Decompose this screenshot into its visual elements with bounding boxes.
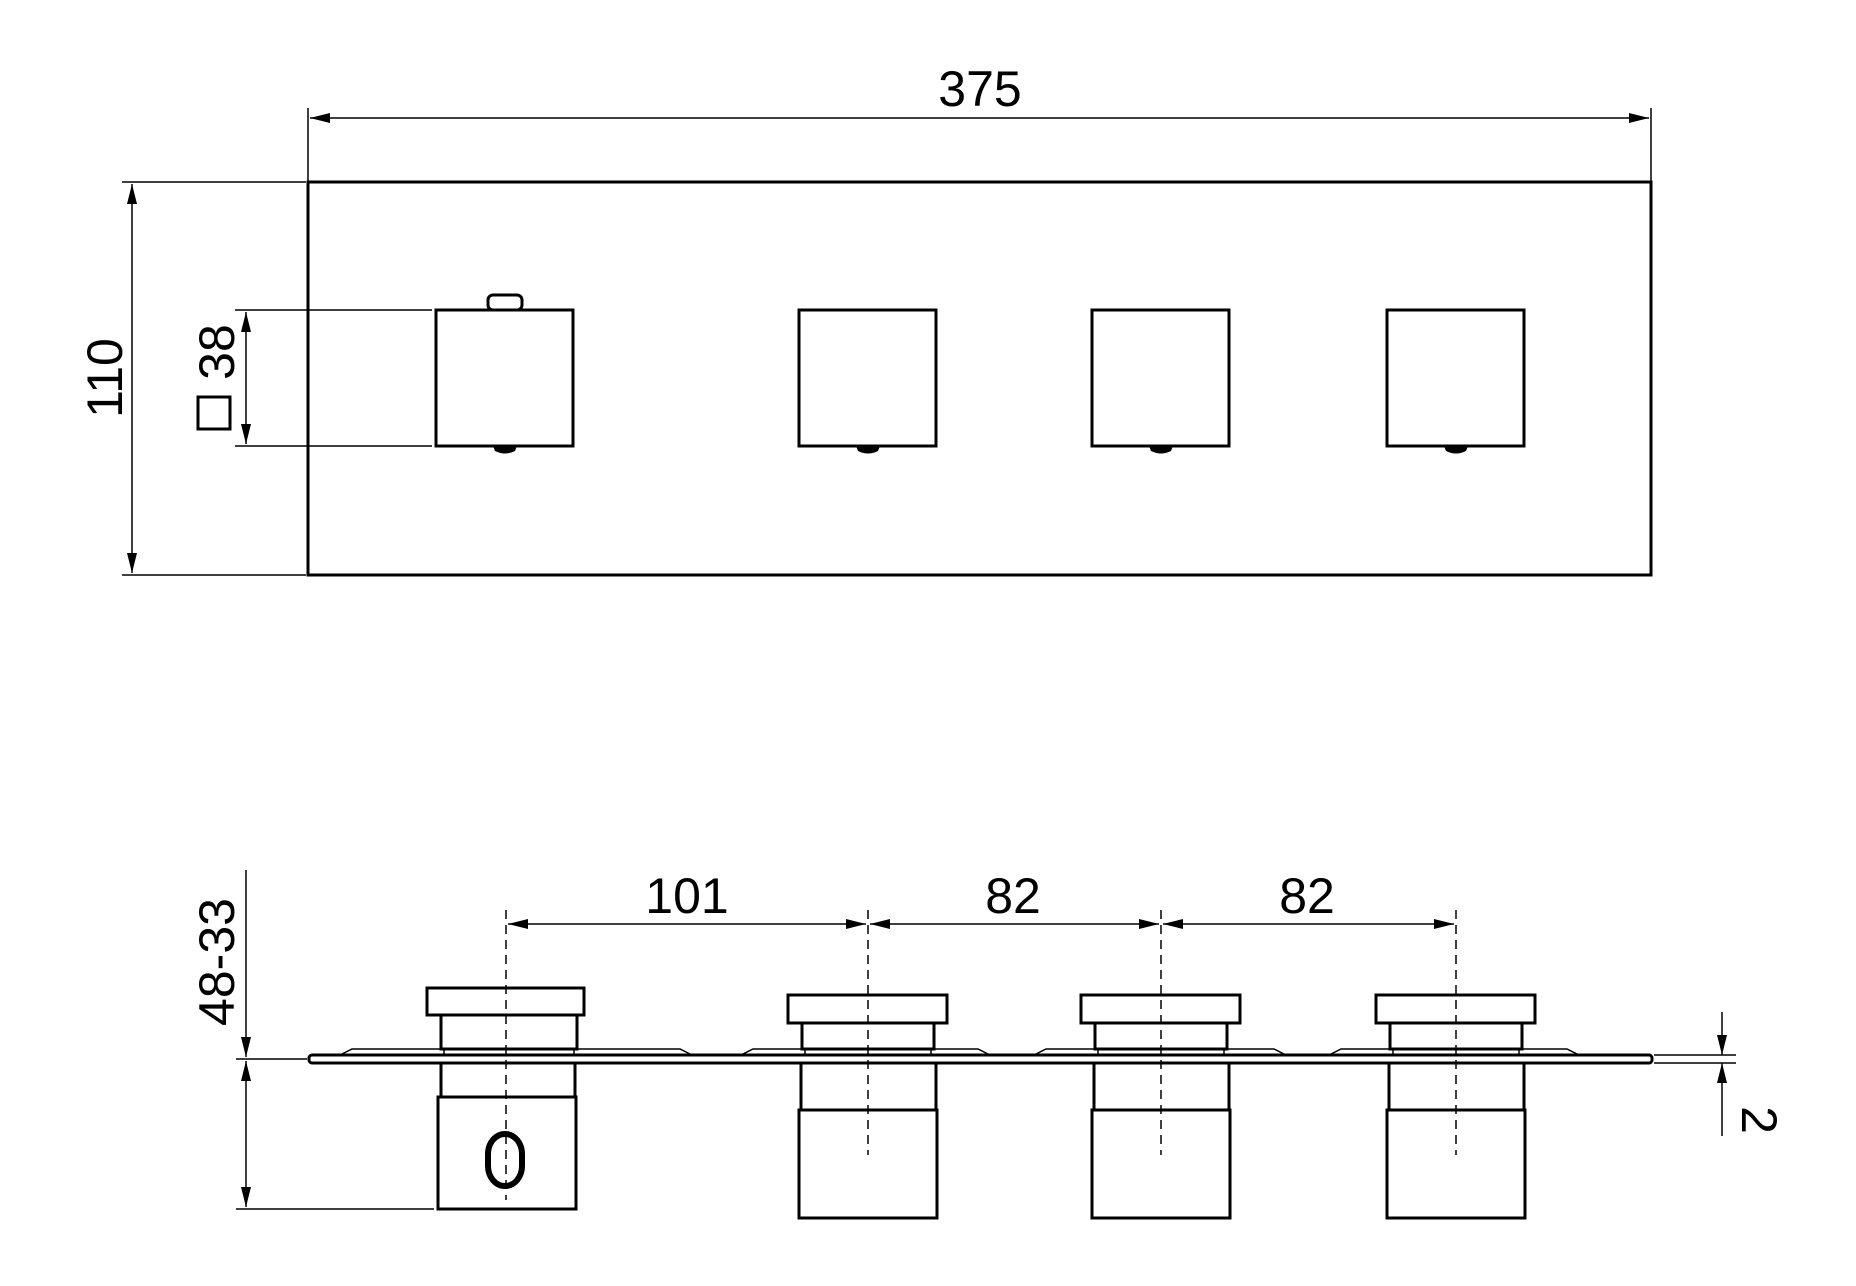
knob-side-1 <box>425 986 586 1211</box>
oval-indicator-icon <box>485 1131 525 1189</box>
knob-front-4 <box>1385 308 1526 454</box>
dimension-spacing-chain: 101 82 82 <box>508 868 1454 929</box>
dimension-label-spacing-3: 82 <box>1279 868 1335 924</box>
knob-front-1 <box>434 293 575 454</box>
dimension-label-spacing-1: 101 <box>645 868 728 924</box>
dimension-depth-range: 48-33 <box>189 870 434 1210</box>
side-view: 101 82 82 48-33 2 <box>189 868 1787 1220</box>
front-view: 375 110 38 <box>77 61 1653 577</box>
dimension-label-plate-thickness: 2 <box>1731 1106 1787 1134</box>
dimension-label-width: 375 <box>938 61 1021 117</box>
cover-plate <box>306 180 1653 577</box>
cover-plate-side <box>307 1053 1654 1065</box>
dimension-label-depth-range: 48-33 <box>189 898 245 1026</box>
dimension-label-height: 110 <box>77 338 133 418</box>
knob-front-3 <box>1090 308 1231 454</box>
dimension-plate-thickness: 2 <box>1654 1012 1787 1136</box>
dimension-overall-width: 375 <box>307 61 1652 182</box>
dimension-knob-size: 38 <box>189 309 432 447</box>
knob-front-2 <box>797 308 938 454</box>
dimension-label-spacing-2: 82 <box>985 868 1041 924</box>
knob-indicator-pin <box>486 293 524 312</box>
dimension-label-knob-size: 38 <box>189 324 245 380</box>
dimension-overall-height: 110 <box>77 181 306 576</box>
square-symbol-icon <box>196 395 232 431</box>
